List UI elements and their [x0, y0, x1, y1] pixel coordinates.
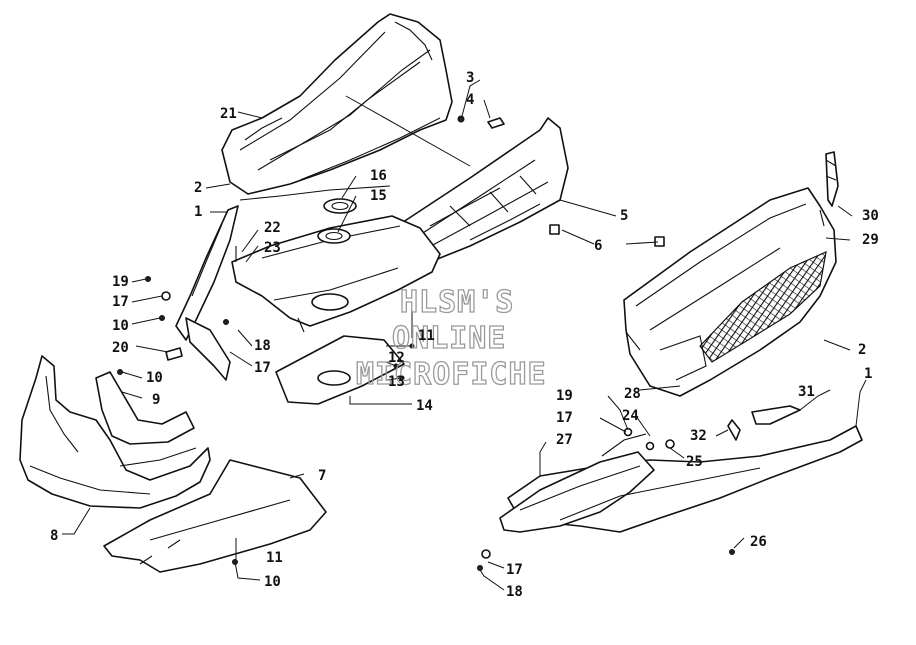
callout-12: 12 — [388, 350, 405, 366]
bracket-30 — [825, 151, 839, 207]
callout-11-left: 11 — [266, 550, 283, 566]
side-bracket-left — [175, 205, 239, 381]
frame-plate-center — [231, 185, 441, 333]
callout-18-left: 18 — [254, 338, 271, 354]
watermark-line-1: HLSM'S — [400, 285, 514, 320]
hood-right — [623, 187, 837, 397]
callout-27: 27 — [556, 432, 573, 448]
callout-17-right-b: 17 — [506, 562, 523, 578]
callout-7: 7 — [318, 468, 326, 484]
watermark-line-3: MICROFICHE — [356, 357, 547, 392]
callout-10-left-c: 10 — [264, 574, 281, 590]
callout-11-center: 11 — [418, 328, 435, 344]
callout-10-left-a: 10 — [112, 318, 129, 334]
watermark-line-2: ONLINE — [392, 321, 506, 356]
callout-9: 9 — [152, 392, 160, 408]
lower-center-panel — [275, 335, 405, 405]
callout-31: 31 — [798, 384, 815, 400]
callout-32: 32 — [690, 428, 707, 444]
hood-upper-left — [221, 13, 453, 195]
callout-2-right: 2 — [858, 342, 866, 358]
callout-2-left: 2 — [194, 180, 202, 196]
callout-30: 30 — [862, 208, 879, 224]
hardware-fasteners — [117, 115, 735, 571]
callout-25: 25 — [686, 454, 703, 470]
callout-1-left: 1 — [194, 204, 202, 220]
callout-19-left: 19 — [112, 274, 129, 290]
callout-18-right: 18 — [506, 584, 523, 600]
callout-17-right-a: 17 — [556, 410, 573, 426]
leader-lines — [62, 79, 867, 591]
callout-17-left-a: 17 — [112, 294, 129, 310]
bracket-9 — [95, 371, 195, 445]
callout-20: 20 — [112, 340, 129, 356]
callout-22: 22 — [264, 220, 281, 236]
callout-8: 8 — [50, 528, 58, 544]
callout-19-right: 19 — [556, 388, 573, 404]
callout-29: 29 — [862, 232, 879, 248]
callout-labels: 21 3 4 2 1 16 15 22 23 5 6 30 29 19 17 1… — [50, 70, 879, 600]
nose-cone-left — [19, 355, 211, 509]
callout-6: 6 — [594, 238, 602, 254]
callout-4: 4 — [466, 92, 474, 108]
callout-1-right: 1 — [864, 366, 872, 382]
callout-21: 21 — [220, 106, 237, 122]
callout-3: 3 — [466, 70, 474, 86]
callout-14: 14 — [416, 398, 433, 414]
callout-13: 13 — [388, 374, 405, 390]
skid-plate-left — [103, 459, 327, 573]
callout-16: 16 — [370, 168, 387, 184]
callout-5: 5 — [620, 208, 628, 224]
watermark: HLSM'S ONLINE MICROFICHE — [355, 284, 547, 392]
skid-right — [499, 405, 863, 533]
callout-15: 15 — [370, 188, 387, 204]
callout-26: 26 — [750, 534, 767, 550]
callout-10-left-b: 10 — [146, 370, 163, 386]
callout-24: 24 — [622, 408, 639, 424]
callout-17-left-b: 17 — [254, 360, 271, 376]
callout-28: 28 — [624, 386, 641, 402]
callout-23: 23 — [264, 240, 281, 256]
grommet-rings — [317, 198, 357, 244]
